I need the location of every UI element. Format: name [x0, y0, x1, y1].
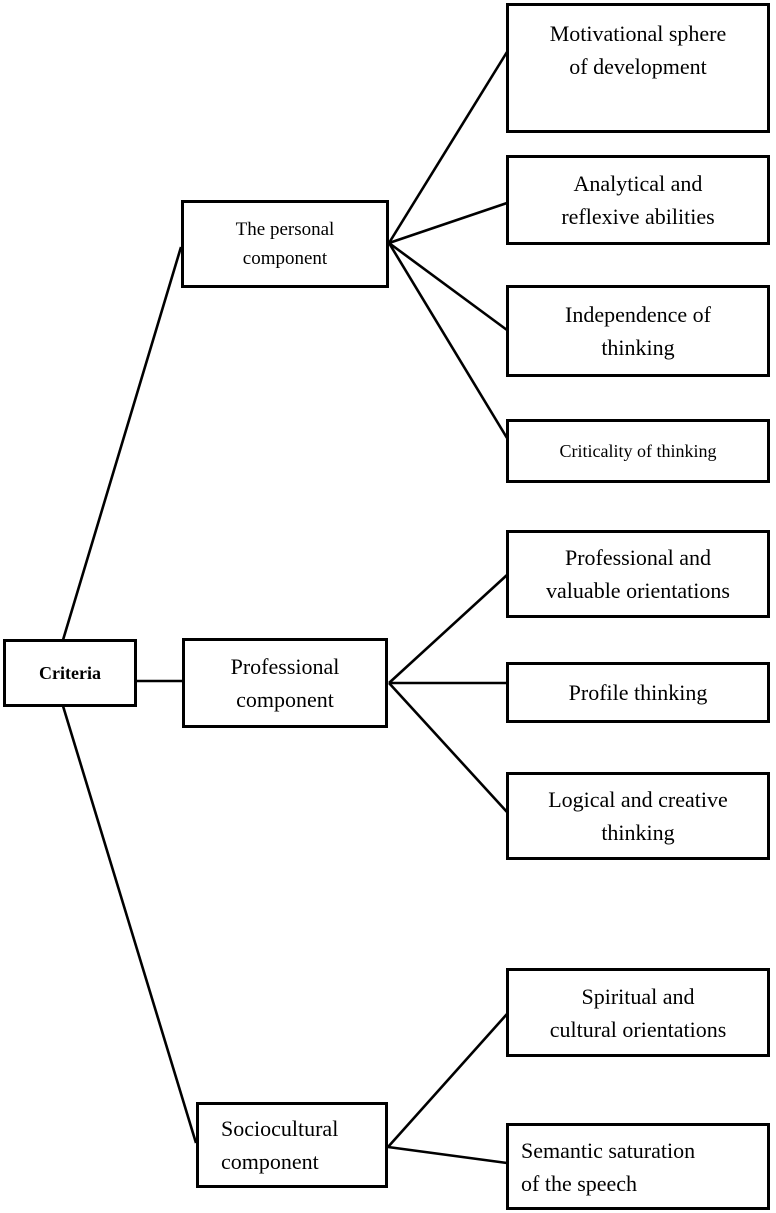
connector-sociocultural-semantic — [387, 1145, 508, 1165]
node-sociocultural-component-label: Sociocultural component — [221, 1112, 338, 1178]
leaf-semantic-saturation-speech-label: Semantic saturation of the speech — [521, 1134, 695, 1200]
label-line: component — [242, 248, 328, 269]
leaf-spiritual-cultural-orientations: Spiritual and cultural orientations — [506, 968, 770, 1057]
label-line: thinking — [601, 335, 675, 360]
label-line: Profile thinking — [568, 680, 708, 705]
label-line: Professional and — [564, 545, 711, 570]
label-line: Professional — [230, 654, 340, 679]
label-line: reflexive abilities — [561, 204, 715, 229]
node-criteria: Criteria — [3, 639, 137, 707]
label-line: of the speech — [521, 1170, 638, 1196]
label-line: Criteria — [39, 662, 101, 683]
node-personal-component: The personal component — [181, 200, 389, 288]
leaf-analytical-reflexive-abilities-label: Analytical and reflexive abilities — [561, 167, 714, 233]
connector-personal-independence — [388, 241, 508, 332]
node-professional-component: Professional component — [182, 638, 388, 728]
label-line: The personal — [235, 219, 335, 240]
label-line: of development — [569, 54, 707, 79]
connector-personal-analytical — [388, 201, 508, 245]
connector-criteria-personal — [61, 246, 183, 641]
leaf-logical-creative-thinking: Logical and creative thinking — [506, 772, 770, 860]
connector-personal-motivational — [387, 51, 509, 244]
leaf-semantic-saturation-speech: Semantic saturation of the speech — [506, 1123, 770, 1210]
connector-criteria-sociocultural — [61, 705, 198, 1144]
label-line: Spiritual and — [581, 983, 695, 1009]
label-line: thinking — [601, 820, 675, 845]
label-line: Semantic saturation — [521, 1137, 696, 1163]
label-line: Criticality of thinking — [559, 440, 717, 461]
node-professional-component-label: Professional component — [231, 650, 340, 716]
label-line: Analytical and — [573, 171, 703, 196]
connector-sociocultural-spiritual — [387, 1013, 508, 1148]
label-line: Motivational sphere — [549, 21, 727, 46]
leaf-professional-valuable-orientations-label: Professional and valuable orientations — [546, 541, 730, 607]
connector-professional-logical — [388, 682, 508, 813]
leaf-profile-thinking-label: Profile thinking — [569, 676, 708, 709]
leaf-professional-valuable-orientations: Professional and valuable orientations — [506, 530, 770, 618]
leaf-motivational-sphere-label: Motivational sphere of development — [550, 17, 727, 83]
label-line: Independence of — [565, 302, 711, 327]
leaf-independence-of-thinking-label: Independence of thinking — [565, 298, 711, 364]
node-personal-component-label: The personal component — [236, 215, 335, 273]
leaf-logical-creative-thinking-label: Logical and creative thinking — [548, 783, 728, 849]
label-line: Sociocultural — [221, 1116, 339, 1141]
label-line: component — [221, 1149, 319, 1174]
leaf-analytical-reflexive-abilities: Analytical and reflexive abilities — [506, 155, 770, 245]
leaf-spiritual-cultural-orientations-label: Spiritual and cultural orientations — [550, 980, 727, 1046]
leaf-criticality-of-thinking-label: Criticality of thinking — [560, 435, 717, 468]
leaf-profile-thinking: Profile thinking — [506, 662, 770, 723]
leaf-criticality-of-thinking: Criticality of thinking — [506, 419, 770, 483]
connector-personal-criticality — [387, 242, 509, 439]
connector-professional-valuable — [388, 574, 508, 684]
leaf-motivational-sphere: Motivational sphere of development — [506, 3, 770, 133]
label-line: Logical and creative — [548, 787, 728, 812]
node-sociocultural-component: Sociocultural component — [196, 1102, 388, 1188]
label-line: valuable orientations — [546, 578, 730, 603]
label-line: component — [236, 687, 334, 712]
leaf-independence-of-thinking: Independence of thinking — [506, 285, 770, 377]
node-criteria-label: Criteria — [39, 663, 101, 684]
label-line: cultural orientations — [549, 1016, 727, 1042]
